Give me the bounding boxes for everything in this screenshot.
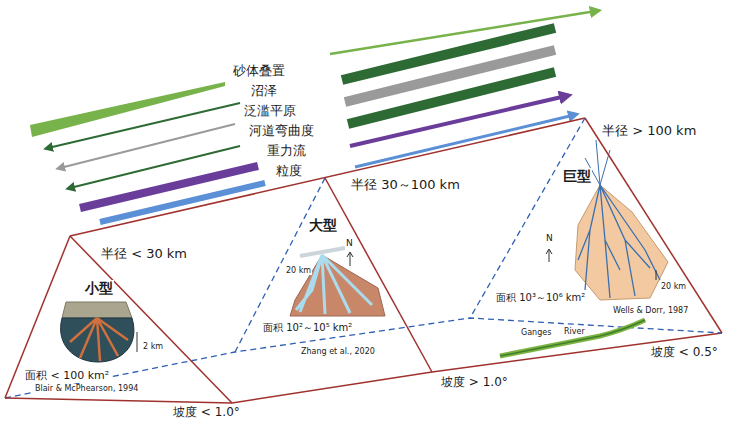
triangle-side: [585, 118, 722, 333]
bottom-edge: [232, 333, 722, 403]
triangle-side: [470, 118, 585, 318]
fan-body: [290, 255, 385, 316]
fan-channels: [296, 255, 372, 314]
ganges-river-core: [500, 320, 645, 356]
small-fan-figure: [61, 302, 137, 362]
trend-bar: [80, 166, 258, 208]
trend-bar: [100, 183, 265, 222]
fan-stripes: [70, 318, 128, 361]
left-trend-bars: [30, 82, 265, 222]
slope-label: 坡度 > 1.0°: [440, 376, 509, 390]
scale-bar: [656, 270, 657, 280]
trend-arrow: [70, 146, 240, 188]
north-arrowhead: [546, 249, 552, 254]
top-edge: [70, 118, 585, 236]
river-network: [578, 185, 660, 298]
north-arrowhead: [347, 252, 353, 257]
fan-head: [300, 248, 345, 256]
trend-label: 重力流: [266, 144, 307, 159]
fan-body: [61, 318, 134, 362]
river-name: Ganges: [520, 328, 552, 337]
north-arrow: [549, 250, 550, 262]
trend-label: 粒度: [275, 164, 303, 179]
frame-lines: [5, 118, 722, 403]
trend-arrow: [48, 103, 240, 148]
trend-arrow: [355, 115, 574, 167]
scale-label: 20 km: [660, 282, 687, 291]
giant-fan-triangle: 半径 > 100 km 巨型面积 10³～10⁶ km²: [465, 110, 735, 340]
area-label: 面积 10²～10⁵ km²: [262, 322, 353, 334]
mountain-cap: [62, 302, 132, 318]
trend-bar: [348, 72, 555, 124]
small-fan-triangle: 半径 < 30 km 小型面积 < 100 km²: [0, 228, 245, 408]
citation: Wells & Dorr, 1987: [612, 306, 689, 315]
trend-arrow: [350, 96, 566, 146]
scale-bar: [137, 332, 138, 352]
fan-type-title: 大型: [308, 217, 338, 233]
giant-fan-figure: [500, 140, 668, 356]
radius-label: 半径 < 30 km: [100, 247, 188, 262]
trend-label: 沼泽: [250, 84, 278, 99]
scale-label: 2 km: [142, 342, 164, 351]
area-label: 面积 10³～10⁶ km²: [495, 292, 586, 304]
radius-label: 半径 > 100 km: [601, 124, 697, 139]
river-name: River: [563, 327, 586, 336]
trend-label: 砂体叠置: [232, 64, 286, 79]
scale-label: 20 km: [285, 266, 312, 275]
citation: Blair & McPhearson, 1994: [34, 384, 139, 393]
area-label: 面积 < 100 km²: [24, 370, 110, 383]
fan-body: [575, 185, 668, 300]
right-trend-bars: [330, 11, 596, 167]
slope-label: 坡度 < 0.5°: [650, 346, 719, 360]
triangle-side: [5, 398, 232, 403]
north-arrow: [350, 253, 351, 266]
dashed-base: [5, 318, 722, 398]
north-label: N: [345, 238, 354, 248]
slope-label: 坡度 < 1.0°: [172, 406, 241, 420]
triangle-outline: [465, 110, 735, 340]
fan-type-title: 巨型: [562, 168, 592, 184]
fan-type-title: 小型: [84, 280, 114, 296]
north-label: N: [545, 233, 554, 243]
large-fan-figure: [290, 248, 385, 316]
trend-label: 河道弯曲度: [248, 124, 315, 139]
citation: Zhang et al., 2020: [300, 347, 376, 356]
ganges-river: [500, 320, 645, 356]
triangle-side: [325, 178, 432, 372]
trend-arrow: [60, 124, 235, 168]
trend-label: 泛滥平原: [243, 104, 297, 119]
radius-label: 半径 30～100 km: [350, 178, 461, 193]
